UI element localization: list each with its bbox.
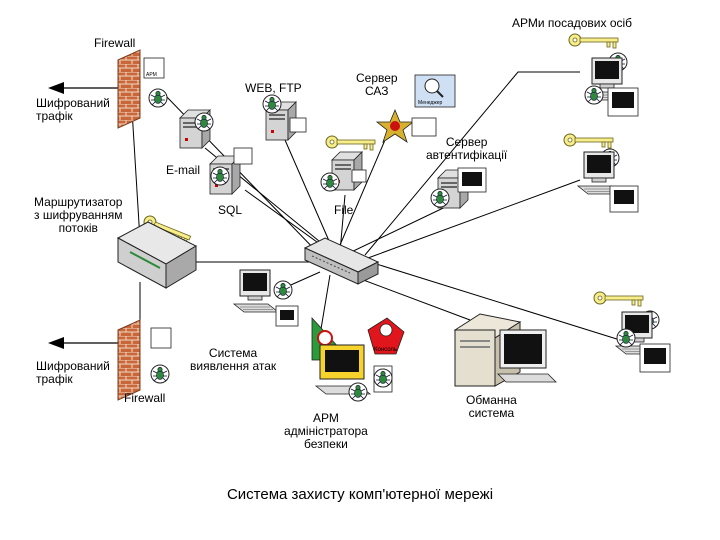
firewall-top-apm-icon: АРМ bbox=[143, 57, 165, 79]
email-server bbox=[209, 147, 253, 195]
honeypot-server bbox=[453, 313, 557, 387]
network-switch bbox=[303, 237, 380, 285]
web-ftp-label: WEB, FTP bbox=[245, 81, 302, 95]
firewall-bottom-apm-icon bbox=[150, 327, 172, 349]
ftp-server bbox=[262, 94, 307, 141]
key-icon bbox=[325, 135, 376, 151]
arm-admin-label: АРМ адміністратора безпеки bbox=[284, 411, 368, 451]
link-saz bbox=[336, 139, 386, 253]
link-arm-2 bbox=[367, 179, 581, 259]
diagram-caption: Система захисту комп'ютерної мережі bbox=[226, 486, 494, 503]
file-server bbox=[320, 151, 367, 192]
email-label: E-mail bbox=[166, 163, 201, 177]
link-arm-1 bbox=[364, 71, 580, 256]
auth-server-label: Сервер автентифікації bbox=[426, 135, 508, 162]
honeypot-label: Обманна система bbox=[466, 393, 517, 420]
official-workstation-2 bbox=[577, 148, 639, 213]
firewall-bottom bbox=[117, 319, 141, 401]
link-ftp bbox=[284, 139, 334, 251]
file-label: File bbox=[334, 203, 354, 217]
encrypted-traffic-bottom-label: Шифрований трафік bbox=[36, 359, 110, 386]
link-router-fw-top bbox=[131, 109, 141, 241]
network-links bbox=[131, 71, 621, 341]
link-auth bbox=[344, 199, 461, 256]
link-arm-3 bbox=[369, 261, 621, 341]
router-label: Маршрутизатор з шифруванням потоків bbox=[34, 195, 123, 235]
traffic-arrow-bottom bbox=[48, 337, 118, 349]
firewall-bottom-label: Firewall bbox=[124, 391, 166, 405]
key-icon bbox=[593, 291, 644, 307]
key-icon bbox=[568, 33, 619, 49]
auth-server bbox=[430, 167, 487, 209]
saz-server-label: Сервер САЗ bbox=[356, 71, 398, 98]
traffic-arrow-top bbox=[48, 82, 118, 94]
link-admin bbox=[319, 274, 331, 336]
router bbox=[116, 221, 198, 289]
link-file bbox=[339, 194, 346, 253]
admin-workstation: Консоль bbox=[311, 316, 405, 402]
encrypted-traffic-top-label: Шифрований трафік bbox=[36, 96, 110, 123]
agent-icon bbox=[148, 88, 168, 108]
svg-text:АРМ: АРМ bbox=[146, 72, 157, 78]
link-honeypot bbox=[349, 274, 471, 321]
console-badge-label: Консоль bbox=[374, 347, 397, 353]
firewall-top bbox=[117, 49, 141, 129]
sql-label: SQL bbox=[218, 203, 243, 217]
web-server bbox=[179, 109, 214, 149]
firewall-top-label: Firewall bbox=[94, 36, 136, 50]
official-workstation-1 bbox=[584, 52, 639, 117]
arm-officials-label: АРМи посадових осіб bbox=[512, 16, 633, 30]
agent-icon bbox=[150, 364, 170, 384]
official-workstation-3 bbox=[615, 310, 671, 373]
ids-workstation bbox=[233, 269, 299, 327]
key-icon bbox=[563, 133, 614, 149]
manager-badge-label: Менеджер bbox=[418, 100, 442, 106]
ids-label: Система виявлення атак bbox=[190, 346, 277, 373]
saz-server: Менеджер bbox=[375, 74, 456, 143]
